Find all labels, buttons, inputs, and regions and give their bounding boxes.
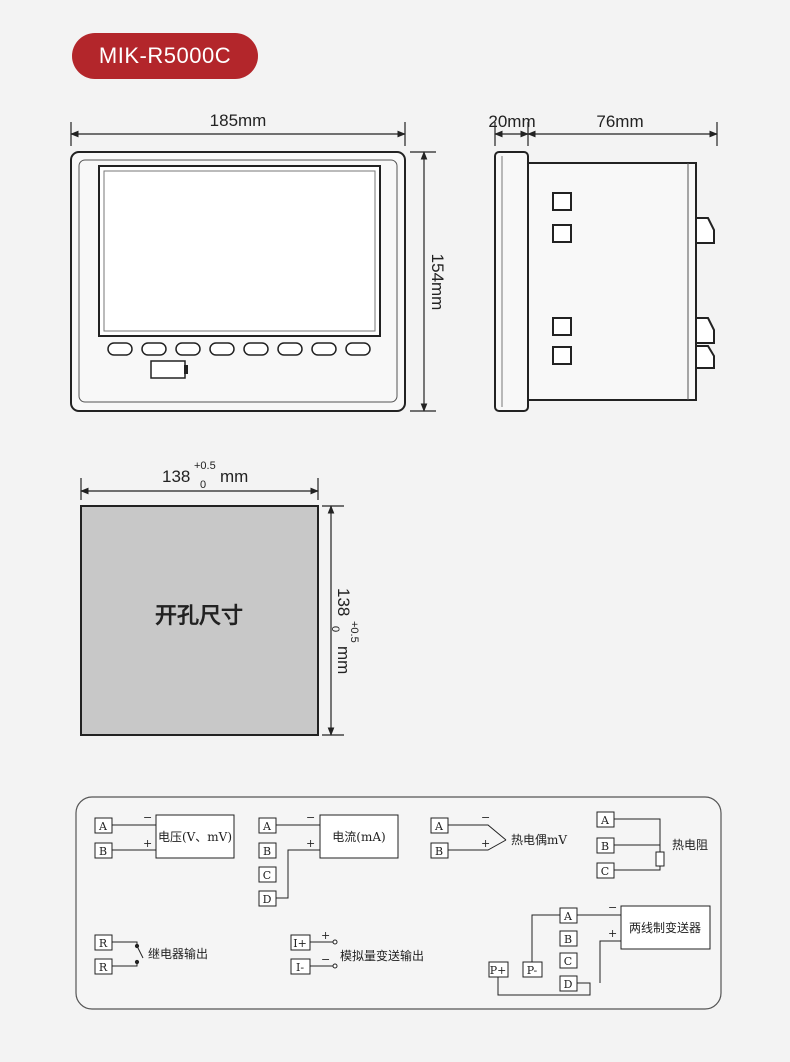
thermocouple-terminal-a: A — [434, 820, 444, 833]
voltage-label: 电压(V、mV) — [158, 830, 232, 844]
analog-terminal-plus: I+ — [293, 937, 307, 950]
front-button — [175, 342, 201, 356]
wiring-voltage — [94, 814, 235, 859]
rtd-label: 热电阻 — [672, 838, 708, 852]
front-button — [277, 342, 303, 356]
front-height-label: 154mm — [428, 254, 447, 311]
cutout-width-tol-lower: 0 — [200, 479, 206, 491]
two-wire-terminal-d: D — [564, 978, 573, 991]
rtd-terminal-b: B — [601, 840, 609, 853]
current-label: 电流(mA) — [332, 830, 385, 844]
side-body-depth-label: 76mm — [596, 112, 643, 131]
front-button — [345, 342, 371, 356]
thermocouple-terminal-b: B — [435, 845, 443, 858]
side-front-depth-label: 20mm — [488, 112, 535, 131]
model-badge: MIK-R5000C — [72, 33, 258, 79]
current-plus: + — [306, 837, 315, 850]
side-bezel — [494, 151, 529, 412]
current-terminal-b: B — [263, 845, 271, 858]
cutout-label: 开孔尺寸 — [155, 603, 243, 629]
wiring-thermocouple — [430, 817, 507, 859]
cutout-height-base: 138 — [334, 588, 353, 616]
two-wire-terminal-c: C — [564, 955, 572, 968]
two-wire-minus: − — [608, 901, 617, 914]
voltage-plus: + — [143, 837, 152, 850]
power-terminal-plus: P+ — [490, 964, 507, 977]
relay-label: 继电器输出 — [148, 946, 208, 961]
relay-terminal-1: R — [99, 937, 108, 950]
wiring-rtd — [596, 811, 665, 879]
analog-terminal-minus: I- — [296, 961, 304, 974]
cutout-width-unit: mm — [220, 467, 248, 486]
thermocouple-label: 热电偶mV — [511, 833, 567, 847]
front-panel-inner-edge — [78, 159, 398, 403]
wiring-current — [258, 814, 399, 907]
usb-port-tab — [184, 365, 188, 374]
wiring-relay — [94, 934, 144, 975]
analog-minus-sign: − — [321, 953, 330, 966]
voltage-minus: − — [143, 811, 152, 824]
cutout-height-tol-lower: 0 — [329, 626, 341, 632]
current-minus: − — [306, 811, 315, 824]
cutout-view: 138 +0.5 0 mm 开孔尺寸 138 +0.5 0 mm — [80, 460, 360, 736]
current-terminal-c: C — [263, 869, 271, 882]
cutout-width-tol-upper: +0.5 — [194, 460, 216, 472]
relay-terminal-2: R — [99, 961, 108, 974]
current-terminal-a: A — [262, 820, 272, 833]
cutout-height-tol-upper: +0.5 — [348, 621, 360, 643]
analog-output-label: 模拟量变送输出 — [340, 948, 424, 963]
wiring-analog-output — [290, 934, 338, 975]
usb-port — [150, 360, 186, 379]
front-button — [243, 342, 269, 356]
rtd-terminal-c: C — [601, 865, 609, 878]
two-wire-plus: + — [608, 927, 617, 940]
front-width-label: 185mm — [210, 111, 267, 130]
cutout-height-unit: mm — [334, 646, 353, 674]
front-button — [141, 342, 167, 356]
cutout-width-base: 138 — [162, 467, 190, 486]
thermocouple-plus: + — [481, 837, 490, 850]
current-terminal-d: D — [263, 893, 272, 906]
cutout-area — [80, 505, 319, 736]
front-buttons — [107, 342, 371, 356]
display-screen — [98, 165, 381, 337]
analog-plus-sign: + — [321, 929, 330, 942]
voltage-terminal-a: A — [98, 820, 108, 833]
two-wire-terminal-a: A — [563, 910, 573, 923]
voltage-terminal-b: B — [99, 845, 107, 858]
side-view: 20mm 76mm — [488, 112, 718, 412]
rtd-terminal-a: A — [600, 814, 610, 827]
front-button — [107, 342, 133, 356]
front-button — [209, 342, 235, 356]
side-mounting-clips — [695, 217, 715, 369]
front-button — [311, 342, 337, 356]
two-wire-terminal-b: B — [564, 933, 572, 946]
thermocouple-minus: − — [481, 811, 490, 824]
side-terminal-blocks — [552, 192, 572, 365]
two-wire-label: 两线制变送器 — [629, 920, 701, 935]
front-view: 185mm 154mm — [70, 111, 447, 412]
power-terminal-minus: P- — [527, 964, 538, 977]
wiring-two-wire — [488, 905, 711, 996]
